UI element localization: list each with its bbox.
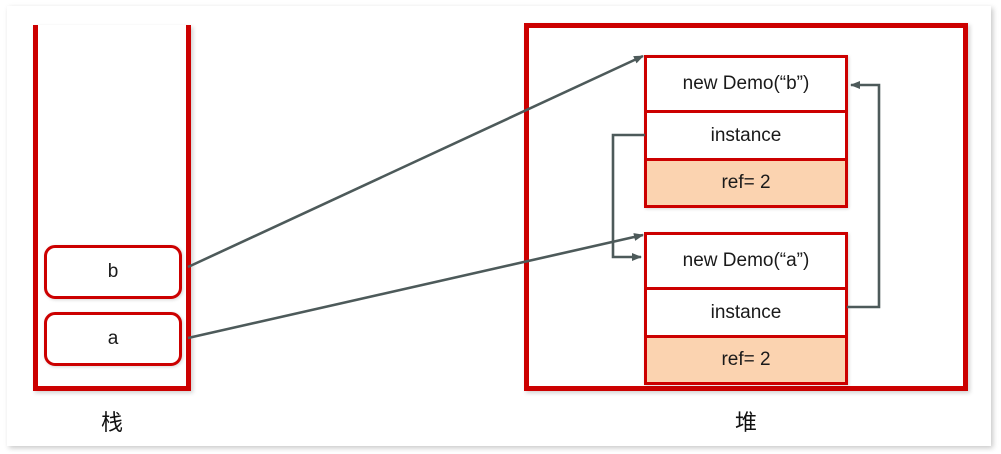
heap-object-demo-a-title: new Demo(“a”) xyxy=(644,232,848,290)
stack-slot-a[interactable]: a xyxy=(44,312,182,366)
heap-object-demo-a-refcount: ref= 2 xyxy=(644,338,848,385)
heap-object-demo-b[interactable]: new Demo(“b”) instance ref= 2 xyxy=(644,55,848,208)
stack-caption: 栈 xyxy=(100,411,123,436)
heap-object-demo-a-instance-field: instance xyxy=(644,290,848,338)
heap-object-demo-b-refcount: ref= 2 xyxy=(644,161,848,208)
stack-slot-a-label: a xyxy=(107,328,119,349)
heap-caption: 堆 xyxy=(734,411,757,436)
stack-slot-b-label: b xyxy=(107,261,119,282)
heap-object-demo-b-title: new Demo(“b”) xyxy=(644,55,848,113)
heap-object-demo-a[interactable]: new Demo(“a”) instance ref= 2 xyxy=(644,232,848,385)
stack-slot-b[interactable]: b xyxy=(44,245,182,299)
heap-object-demo-b-instance-field: instance xyxy=(644,113,848,161)
